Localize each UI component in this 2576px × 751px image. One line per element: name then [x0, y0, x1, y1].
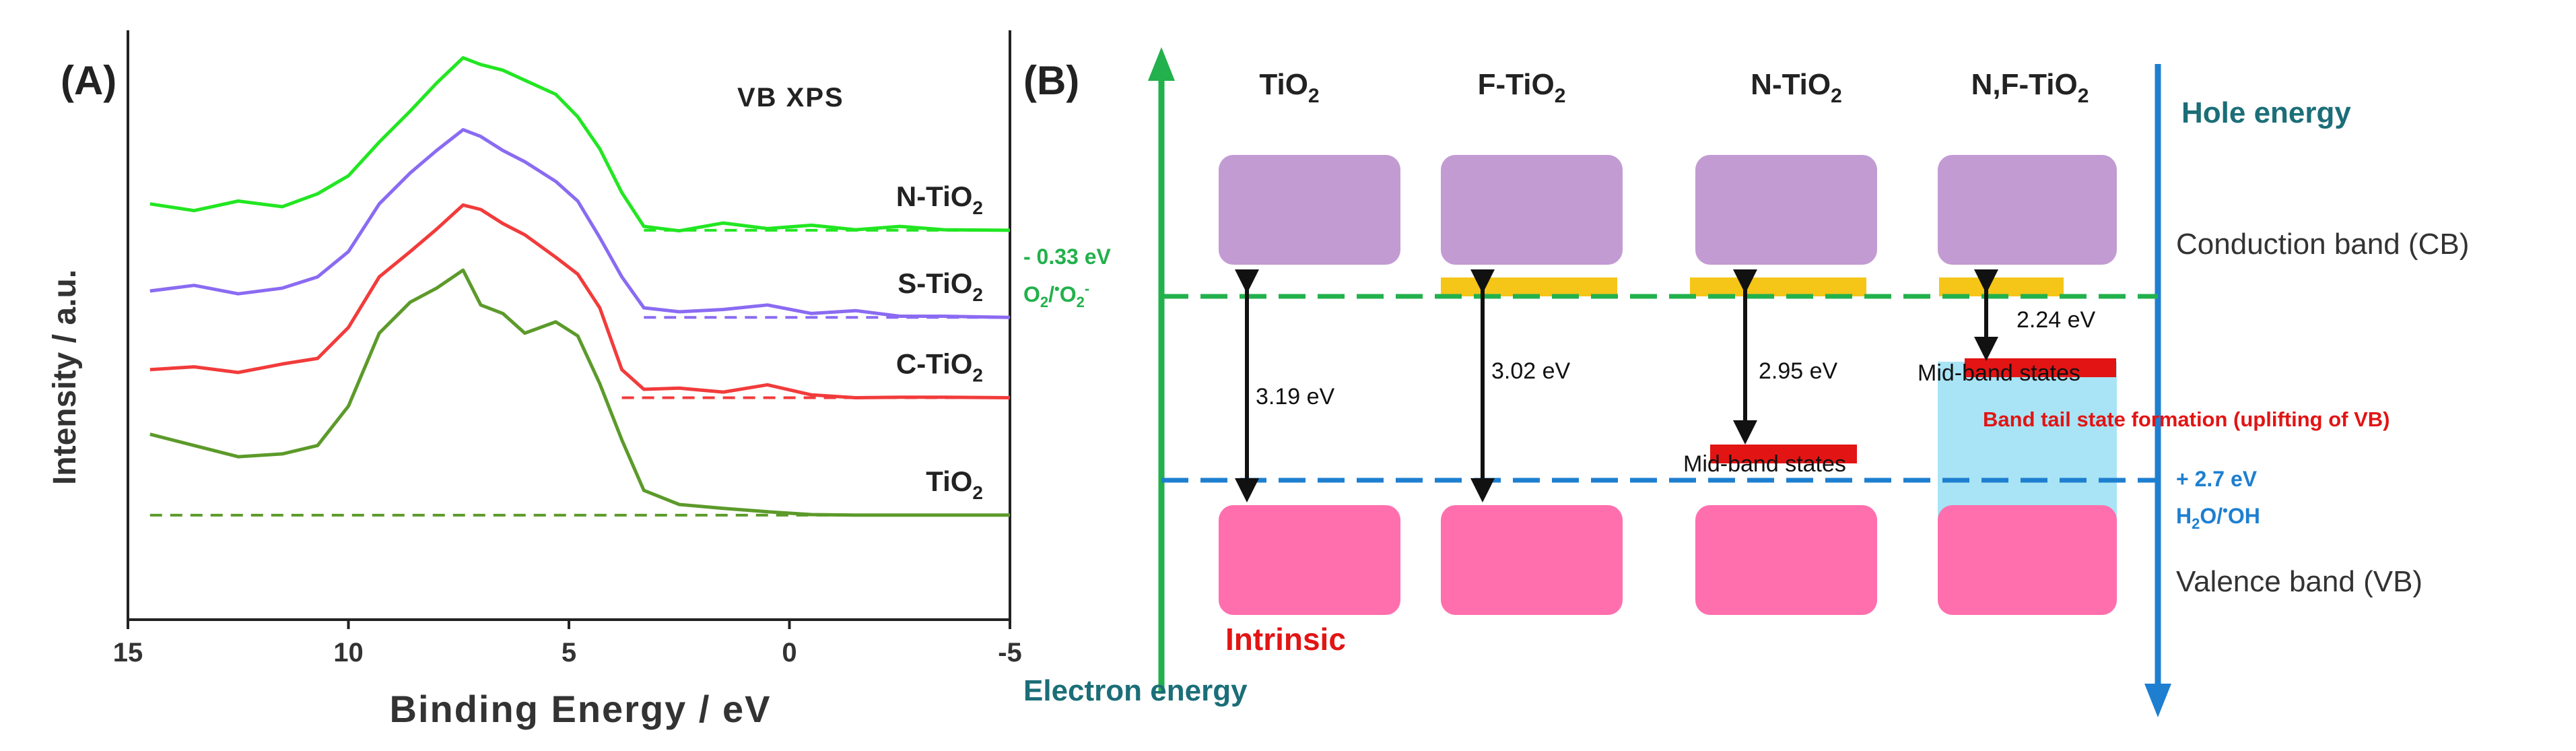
x-axis-label: Binding Energy / eV: [390, 688, 772, 730]
x-ticks: 15 10 5 0 -5: [113, 620, 1022, 667]
series-line-s-tio2: [149, 128, 1011, 319]
series-label-c-tio2: C-TiO2: [896, 348, 983, 385]
cb-block-n-tio2: [1695, 155, 1877, 265]
series-line-c-tio2: [149, 203, 1011, 399]
panel-a-label: (A): [61, 58, 116, 103]
vb-block-nf-tio2: [1938, 505, 2117, 615]
x-tick-label: 10: [333, 638, 364, 667]
band-tail-region: [1938, 362, 2117, 519]
band-tail-label: Band tail state formation (uplifting of …: [1983, 407, 2389, 431]
hole-energy-label: Hole energy: [2181, 96, 2351, 129]
series-group: [149, 56, 1011, 517]
gap-label-n-tio2: 2.95 eV: [1759, 358, 1838, 384]
defect-state-f-tio2: [1441, 277, 1617, 296]
x-tick-label: 5: [562, 638, 576, 667]
defect-state-nf-tio2: [1939, 277, 2064, 296]
electron-energy-arrowhead: [1148, 47, 1175, 81]
cb-block-tio2: [1219, 155, 1400, 265]
series-line-tio2: [149, 268, 1010, 517]
gap-label-f-tio2: 3.02 eV: [1491, 358, 1571, 384]
mid-band-label-nf-tio2: Mid-band states: [1918, 360, 2080, 386]
x-tick-label: -5: [998, 638, 1022, 667]
series-label-s-tio2: S-TiO2: [897, 267, 983, 305]
series-label-tio2: TiO2: [926, 465, 983, 503]
electron-energy-label: Electron energy: [1023, 674, 1248, 707]
cb-block-nf-tio2: [1938, 155, 2117, 265]
column-title-n-tio2: N-TiO2: [1751, 68, 1842, 107]
cb-redox-couple: O2/•O2-: [1023, 280, 1089, 311]
hole-energy-arrowhead: [2144, 684, 2171, 717]
x-tick-label: 0: [782, 638, 796, 667]
vb-block-tio2: [1219, 505, 1400, 615]
conduction-band-label: Conduction band (CB): [2176, 228, 2469, 261]
gap-label-tio2: 3.19 eV: [1256, 384, 1335, 410]
column-title-nf-tio2: N,F-TiO2: [1971, 68, 2089, 107]
x-tick-label: 15: [113, 638, 143, 667]
defect-state-n-tio2: [1690, 277, 1866, 296]
mid-band-state-n-tio2: [1710, 445, 1857, 463]
cb-potential-value: - 0.33 eV: [1023, 244, 1112, 269]
y-axis-label: Intensity / a.u.: [47, 269, 83, 485]
mid-band-label-n-tio2: Mid-band states: [1683, 451, 1846, 477]
column-title-tio2: TiO2: [1259, 68, 1319, 107]
column-title-f-tio2: F-TiO2: [1478, 68, 1566, 107]
vb-potential-value: + 2.7 eV: [2176, 467, 2258, 491]
series-line-n-tio2: [149, 56, 1011, 233]
panel-b-label: (B): [1023, 58, 1079, 103]
vb-block-n-tio2: [1695, 505, 1877, 615]
cb-block-f-tio2: [1441, 155, 1623, 265]
panel-a-title: VB XPS: [737, 83, 844, 112]
series-label-n-tio2: N-TiO2: [896, 181, 983, 218]
valence-band-label: Valence band (VB): [2176, 565, 2422, 598]
mid-band-state-nf-tio2: [1965, 358, 2116, 377]
gap-label-nf-tio2: 2.24 eV: [2016, 307, 2096, 333]
vb-redox-couple: H2O/•OH: [2176, 502, 2260, 532]
vb-block-f-tio2: [1441, 505, 1623, 615]
intrinsic-label: Intrinsic: [1225, 622, 1346, 657]
